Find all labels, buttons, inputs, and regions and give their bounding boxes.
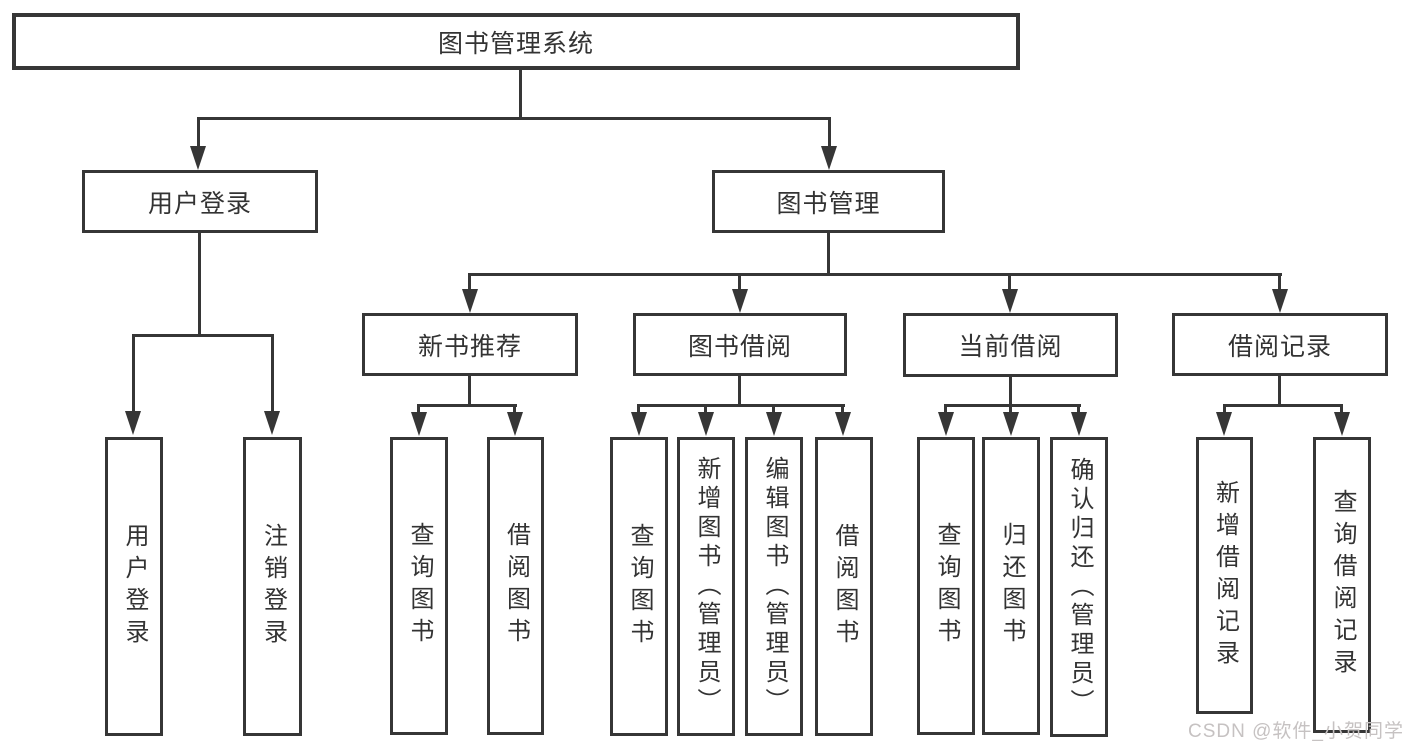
connector-arrowhead — [631, 412, 647, 436]
connector-line — [944, 404, 1081, 407]
connector-line — [198, 233, 201, 336]
connector-line — [468, 273, 471, 291]
connector-arrowhead — [411, 412, 427, 436]
connector-line — [1008, 273, 1011, 291]
connector-arrowhead — [1002, 289, 1018, 313]
connector-arrowhead — [190, 146, 206, 170]
connector-line — [417, 404, 517, 407]
connector-arrowhead — [125, 411, 141, 435]
connector-line — [468, 273, 1282, 276]
connector-line — [132, 334, 274, 337]
leaf-add-borrow-record: 新增借阅记录 — [1196, 437, 1253, 714]
connector-line — [417, 404, 420, 414]
leaf-edit-book-admin: 编辑图书（管理员） — [745, 437, 803, 736]
connector-arrowhead — [462, 289, 478, 313]
connector-line — [944, 404, 947, 414]
connector-line — [841, 404, 844, 414]
connector-arrowhead — [938, 412, 954, 436]
connector-line — [772, 404, 775, 414]
connector-arrowhead — [1272, 289, 1288, 313]
connector-arrowhead — [732, 289, 748, 313]
connector-arrowhead — [507, 412, 523, 436]
leaf-return-book: 归还图书 — [982, 437, 1040, 735]
connector-line — [704, 404, 707, 414]
node-library-management-system: 图书管理系统 — [12, 13, 1020, 70]
connector-arrowhead — [264, 411, 280, 435]
connector-line — [637, 404, 845, 407]
connector-arrowhead — [1334, 412, 1350, 436]
leaf-query-books-borrowing: 查询图书 — [610, 437, 668, 736]
leaf-user-login: 用户登录 — [105, 437, 163, 736]
connector-line — [271, 334, 274, 412]
connector-line — [132, 334, 135, 412]
connector-line — [519, 69, 522, 119]
connector-line — [738, 376, 741, 406]
connector-line — [637, 404, 640, 414]
leaf-query-books-recommend: 查询图书 — [390, 437, 448, 735]
connector-arrowhead — [698, 412, 714, 436]
connector-line — [1077, 404, 1080, 414]
node-user-login: 用户登录 — [82, 170, 318, 233]
connector-line — [827, 233, 830, 276]
csdn-watermark: CSDN @软件_小贺同学 — [1188, 721, 1404, 742]
connector-line — [513, 404, 516, 414]
node-borrowing-records: 借阅记录 — [1172, 313, 1388, 376]
connector-line — [197, 117, 200, 148]
leaf-confirm-return-admin: 确认归还（管理员） — [1050, 437, 1108, 737]
connector-line — [1009, 404, 1012, 414]
connector-line — [197, 117, 831, 120]
connector-arrowhead — [1071, 412, 1087, 436]
connector-line — [1009, 377, 1012, 406]
node-current-borrowing: 当前借阅 — [903, 313, 1118, 377]
leaf-logout: 注销登录 — [243, 437, 302, 736]
connector-line — [468, 376, 471, 406]
connector-arrowhead — [1216, 412, 1232, 436]
connector-arrowhead — [1003, 412, 1019, 436]
leaf-borrow-books-recommend: 借阅图书 — [487, 437, 544, 735]
leaf-query-books-current: 查询图书 — [917, 437, 975, 735]
connector-arrowhead — [766, 412, 782, 436]
connector-line — [1223, 404, 1343, 407]
connector-line — [1223, 404, 1226, 414]
leaf-borrow-books-borrowing: 借阅图书 — [815, 437, 873, 736]
connector-line — [1278, 273, 1281, 291]
leaf-query-borrow-record: 查询借阅记录 — [1313, 437, 1371, 733]
connector-arrowhead — [821, 146, 837, 170]
node-book-management: 图书管理 — [712, 170, 945, 233]
connector-line — [828, 117, 831, 148]
node-new-book-recommend: 新书推荐 — [362, 313, 578, 376]
connector-arrowhead — [835, 412, 851, 436]
leaf-add-book-admin: 新增图书（管理员） — [677, 437, 735, 736]
connector-line — [738, 273, 741, 291]
connector-line — [1278, 376, 1281, 406]
connector-line — [1340, 404, 1343, 414]
node-book-borrowing: 图书借阅 — [633, 313, 847, 376]
